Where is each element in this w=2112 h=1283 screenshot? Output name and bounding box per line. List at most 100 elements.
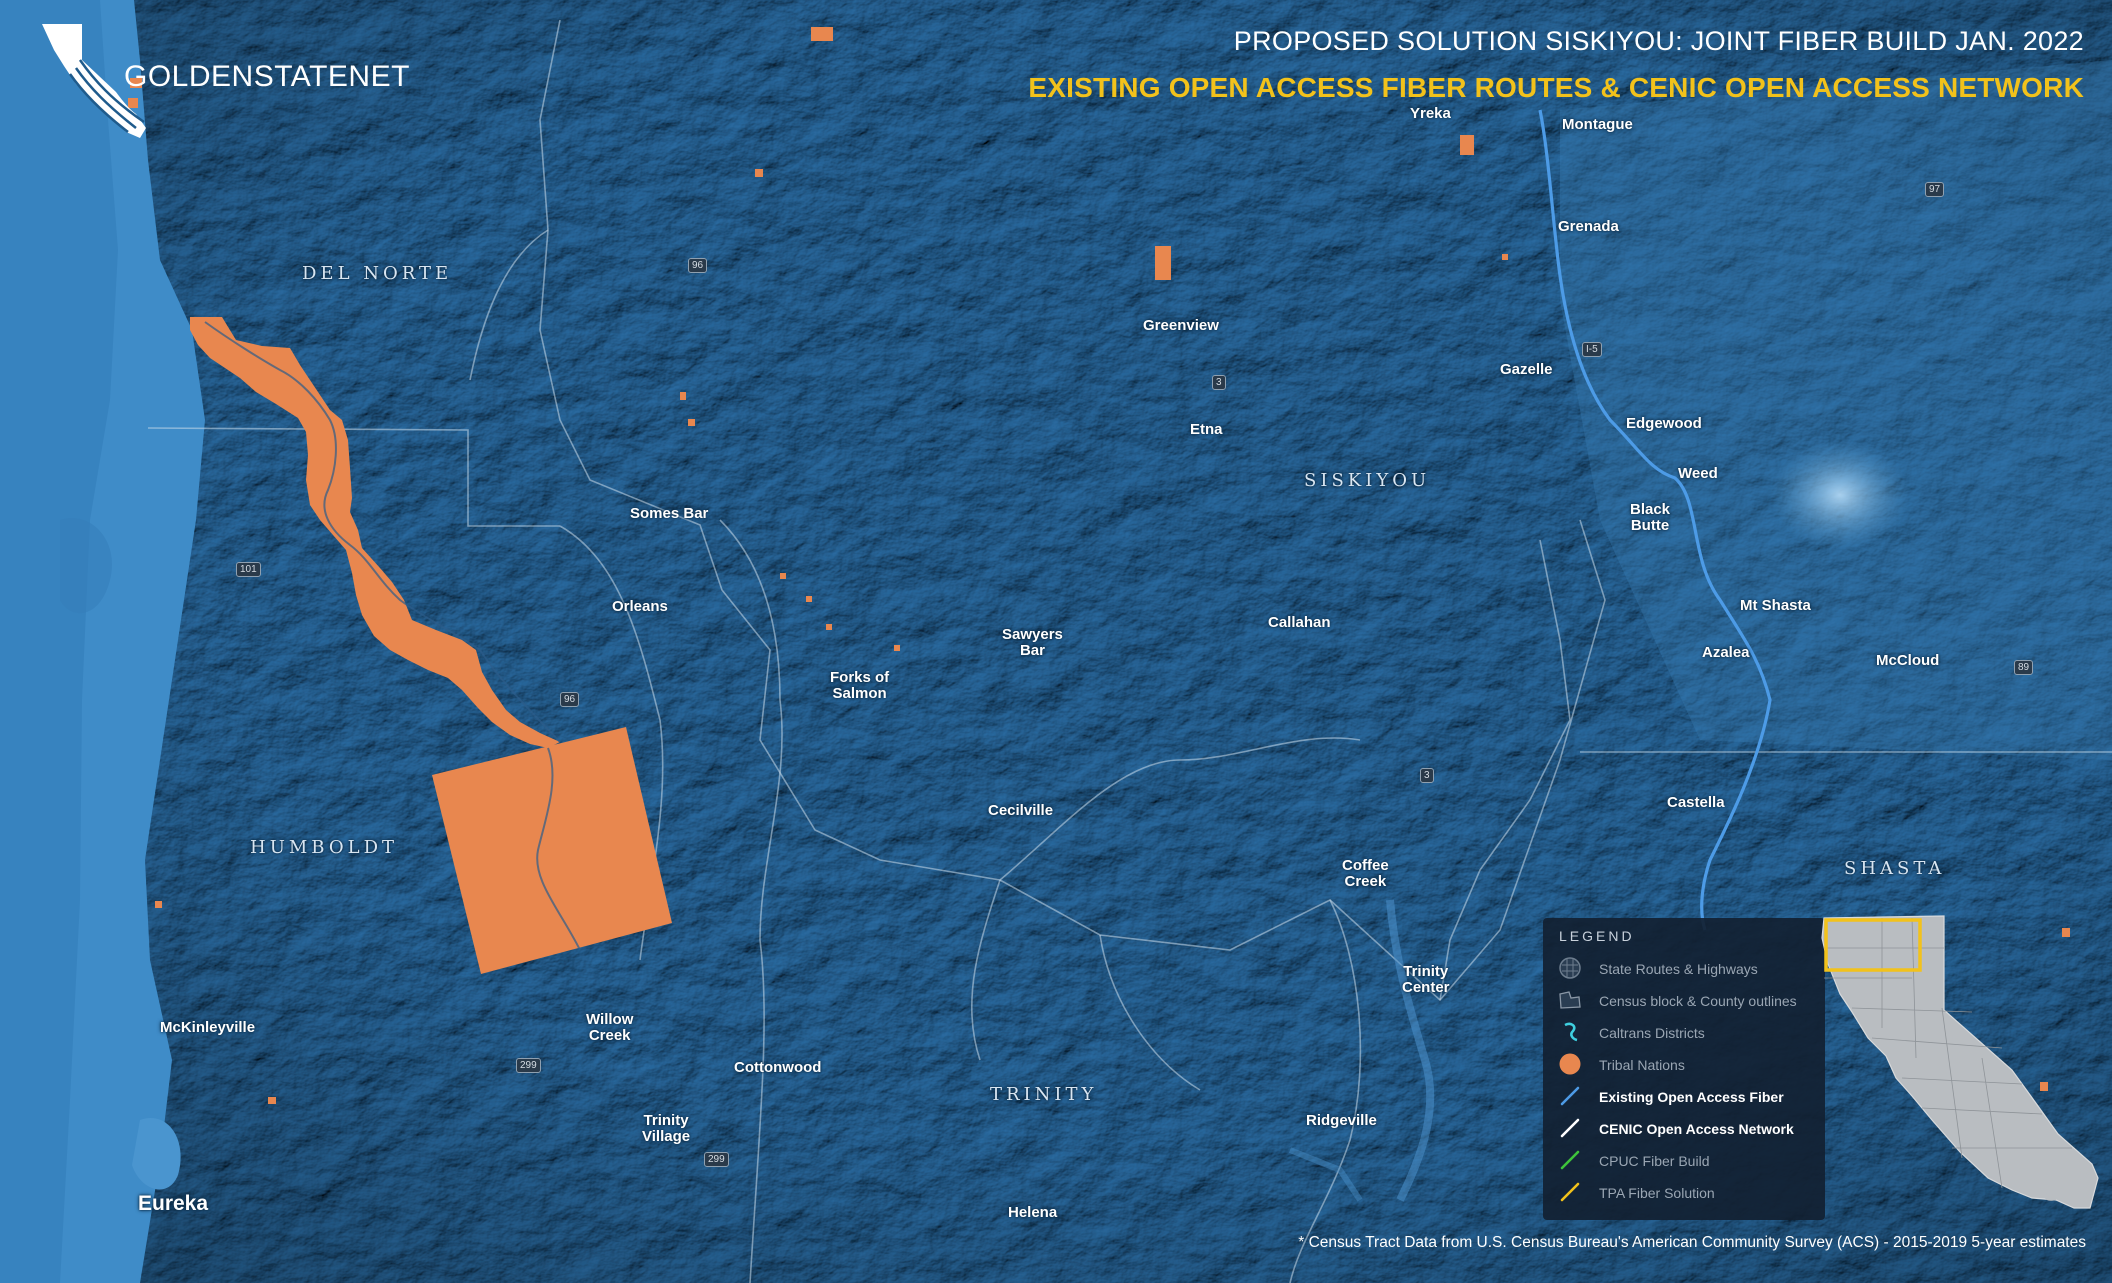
place-label: Grenada	[1558, 218, 1619, 235]
place-label: Callahan	[1268, 614, 1331, 631]
place-label: Somes Bar	[630, 505, 709, 522]
legend-item-state-routes: State Routes & Highways	[1557, 956, 1817, 984]
humboldt-bay	[132, 1118, 181, 1190]
route-shield: 96	[560, 692, 580, 707]
line-icon	[1560, 1182, 1580, 1202]
tribal-parcel	[680, 392, 686, 400]
highway-grid-icon	[1559, 957, 1581, 979]
county-label: TRINITY	[990, 1084, 1098, 1105]
place-label: Ridgeville	[1306, 1112, 1377, 1129]
map-subtitle: EXISTING OPEN ACCESS FIBER ROUTES & CENI…	[1028, 72, 2084, 103]
brand-logo: GOLDENSTATENET	[36, 20, 416, 150]
inset-extent-box	[1824, 918, 1922, 972]
tribal-parcel	[268, 1097, 276, 1104]
tribal-parcel	[128, 98, 138, 108]
tribal-parcel	[1502, 254, 1508, 260]
existing-open-access-fiber-route	[1538, 109, 1772, 931]
place-label: Coffee Creek	[1342, 857, 1389, 890]
map-title: PROPOSED SOLUTION SISKIYOU: JOINT FIBER …	[1233, 26, 2084, 56]
outline-icon	[1559, 991, 1581, 1009]
county-label: SHASTA	[1844, 858, 1946, 879]
legend-label: TPA Fiber Solution	[1599, 1185, 1715, 1201]
route-shield: 3	[1212, 375, 1226, 390]
tribal-parcel	[155, 901, 162, 908]
place-label: Etna	[1190, 421, 1223, 438]
route-shield: 299	[516, 1058, 541, 1073]
place-label: Orleans	[612, 598, 668, 615]
legend-label: Caltrans Districts	[1599, 1025, 1705, 1041]
yurok-tribal-land	[190, 317, 560, 748]
legend-item-tribal: Tribal Nations	[1557, 1052, 1817, 1080]
place-label: Greenview	[1143, 317, 1219, 334]
county-label: HUMBOLDT	[250, 837, 399, 858]
place-label: Castella	[1667, 794, 1725, 811]
place-label: Helena	[1008, 1204, 1058, 1221]
california-outline-icon	[1821, 915, 2099, 1209]
tribal-parcel	[130, 78, 142, 88]
legend-label: State Routes & Highways	[1599, 961, 1758, 977]
route-shield: 89	[2014, 660, 2034, 675]
route-shield: 3	[1420, 768, 1434, 783]
tribal-parcel	[688, 419, 695, 426]
california-logo-icon	[42, 24, 146, 138]
tribal-parcel	[826, 624, 832, 630]
tribal-parcel	[780, 573, 786, 579]
legend-item-census-outlines: Census block & County outlines	[1557, 988, 1817, 1016]
route-shield: 97	[1925, 182, 1945, 197]
line-icon	[1560, 1086, 1580, 1106]
tribal-parcel	[1155, 246, 1171, 280]
tribal-parcel	[806, 596, 812, 602]
county-outlines	[147, 19, 2112, 1283]
place-label: Mt Shasta	[1740, 597, 1811, 614]
district-icon	[1564, 1022, 1578, 1042]
route-shield: 96	[688, 258, 708, 273]
tribal-parcel	[2062, 928, 2070, 937]
legend-item-caltrans: Caltrans Districts	[1557, 1020, 1817, 1048]
place-label: Willow Creek	[586, 1011, 634, 1044]
legend-label: Census block & County outlines	[1599, 993, 1797, 1009]
place-label: Trinity Center	[1402, 963, 1450, 996]
county-label: SISKIYOU	[1304, 470, 1431, 491]
place-label: McCloud	[1876, 652, 1940, 669]
line-icon	[1560, 1150, 1580, 1170]
place-label: Weed	[1678, 465, 1718, 482]
brand-name: GOLDENSTATENET	[124, 60, 410, 93]
legend-label: Existing Open Access Fiber	[1599, 1089, 1784, 1105]
tribal-parcel	[811, 27, 833, 41]
footnote: * Census Tract Data from U.S. Census Bur…	[1298, 1234, 2086, 1251]
place-label: Gazelle	[1500, 361, 1553, 378]
place-label: Montague	[1562, 116, 1633, 133]
place-label: Cottonwood	[734, 1059, 822, 1076]
legend-item-tpa: TPA Fiber Solution	[1557, 1180, 1817, 1208]
route-shield: I-5	[1582, 342, 1602, 357]
place-label: Trinity Village	[642, 1112, 691, 1145]
legend-title: LEGEND	[1559, 928, 1635, 944]
place-label: Cecilville	[988, 802, 1054, 819]
legend-item-cpuc: CPUC Fiber Build	[1557, 1148, 1817, 1176]
map-legend: LEGEND State Routes & Highways Census bl…	[1543, 918, 1825, 1220]
legend-label: Tribal Nations	[1599, 1057, 1685, 1073]
tribal-parcel	[1460, 135, 1474, 155]
place-label: Sawyers Bar	[1002, 626, 1063, 659]
circle-icon	[1559, 1053, 1581, 1075]
line-icon	[1560, 1118, 1580, 1138]
legend-label: CENIC Open Access Network	[1599, 1121, 1794, 1137]
place-label: Eureka	[138, 1192, 209, 1215]
hoopa-valley-tribal-land	[432, 727, 672, 974]
tribal-parcel	[894, 645, 900, 651]
place-label: Black Butte	[1630, 501, 1671, 534]
tribal-parcel	[755, 169, 763, 177]
legend-item-cenic: CENIC Open Access Network	[1557, 1116, 1817, 1144]
place-label: Edgewood	[1626, 415, 1702, 432]
route-shield: 101	[236, 562, 261, 577]
legend-label: CPUC Fiber Build	[1599, 1153, 1710, 1169]
county-label: DEL NORTE	[302, 263, 453, 284]
tribal-nations-layer	[128, 27, 2070, 1104]
tribal-parcel	[2040, 1082, 2048, 1091]
place-label: Yreka	[1410, 105, 1451, 122]
place-label: Forks of Salmon	[830, 669, 890, 702]
mount-shasta-glow	[1770, 440, 1910, 550]
pacific-ocean	[0, 0, 205, 1283]
